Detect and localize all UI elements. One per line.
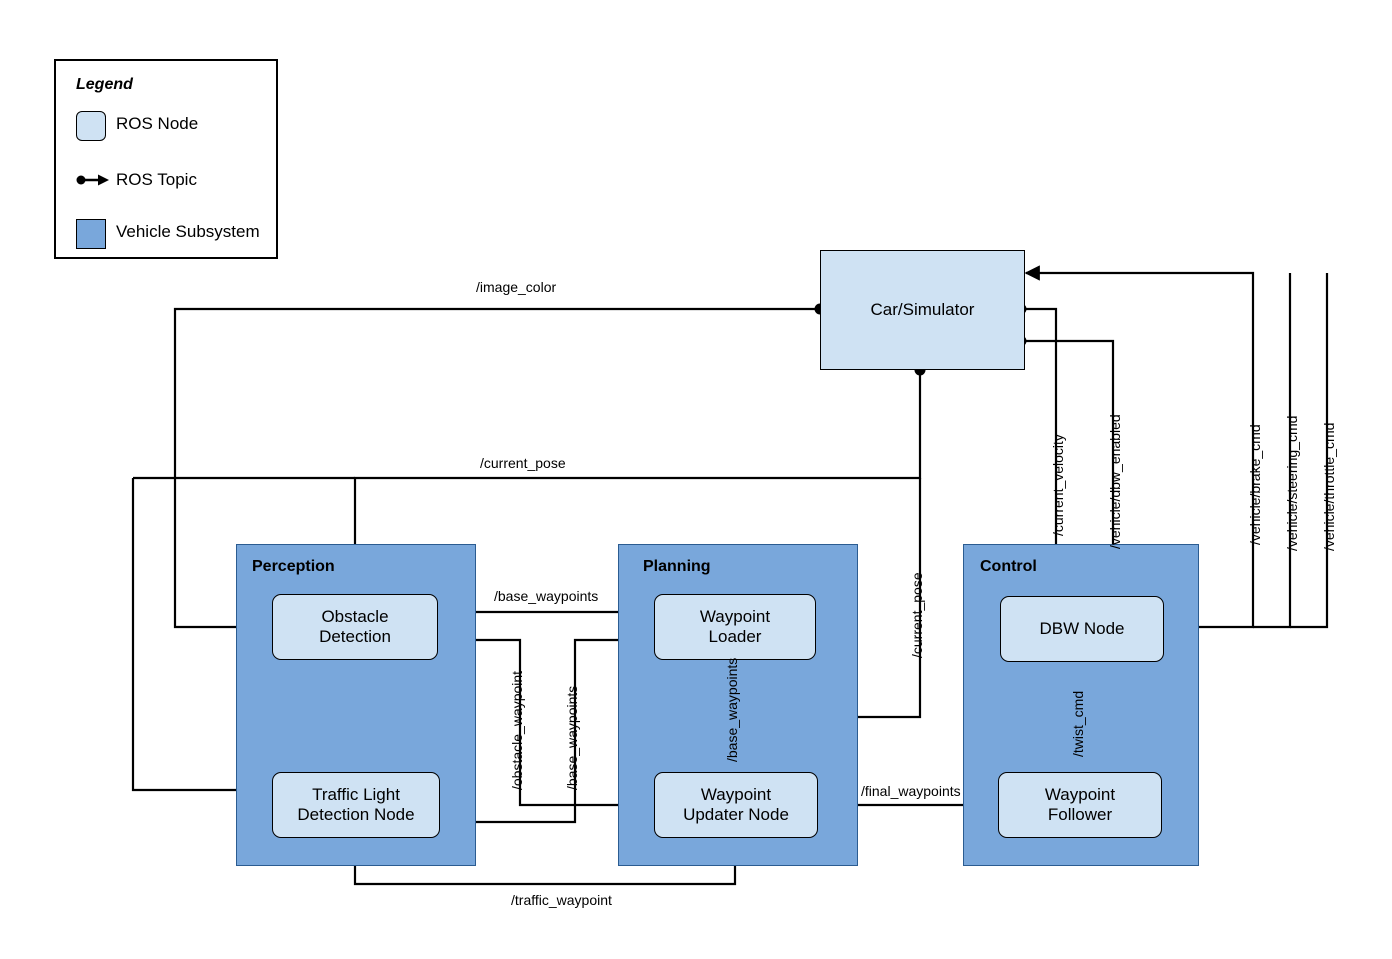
topic-label-traffic-waypoint: /traffic_waypoint <box>511 892 612 908</box>
topic-label-image-color: /image_color <box>476 279 557 295</box>
node-waypoint-loader-label-1: Waypoint <box>699 606 771 626</box>
node-traffic-light-detection-label-1: Traffic Light <box>312 784 400 804</box>
legend-ros-node-swatch <box>76 111 106 141</box>
node-car-simulator-label: Car/Simulator <box>870 299 975 319</box>
subsystem-perception-title: Perception <box>252 558 335 575</box>
node-car-simulator[interactable]: Car/Simulator <box>820 250 1025 370</box>
node-waypoint-updater[interactable]: Waypoint Updater Node <box>654 772 818 838</box>
wire-dbw-enabled <box>1021 339 1121 596</box>
wire-current-pose-obstacle <box>347 370 922 596</box>
node-obstacle-detection[interactable]: Obstacle Detection <box>272 594 438 660</box>
topic-label-base-waypoints-vertical-2: /base_waypoints <box>724 657 740 762</box>
legend-title: Legend <box>76 76 133 93</box>
legend-vehicle-subsystem-swatch <box>76 219 106 249</box>
node-waypoint-loader-label-2: Loader <box>708 627 762 646</box>
node-obstacle-detection-label-1: Obstacle <box>321 606 389 626</box>
topic-label-throttle-cmd: /vehicle/throttle_cmd <box>1321 422 1337 551</box>
legend-item-label-ros-topic: ROS Topic <box>116 170 197 189</box>
wire-brake-cmd <box>1024 265 1255 629</box>
legend-panel: Legend ROS Node ROS Topic Vehicle Subsys… <box>54 59 278 259</box>
node-dbw-node[interactable]: DBW Node <box>1000 596 1164 662</box>
topic-label-current-velocity: /current_velocity <box>1050 434 1066 536</box>
node-traffic-light-detection-label-2: Detection Node <box>297 805 415 824</box>
legend-item-label-ros-node: ROS Node <box>116 114 199 133</box>
topic-label-current-pose: /current_pose <box>480 455 566 471</box>
topic-label-steering-cmd: /vehicle/steering_cmd <box>1284 415 1300 551</box>
node-dbw-node-label: DBW Node <box>1039 618 1125 638</box>
topic-label-current-pose-vertical: /current_pose <box>909 572 925 658</box>
wire-current-pose-tl <box>131 478 274 798</box>
wire-image-color <box>173 307 820 635</box>
node-waypoint-follower-label-1: Waypoint <box>1044 784 1116 804</box>
ros-topic-icon <box>76 174 109 186</box>
topic-label-obstacle-waypoint: /obstacle_waypoint <box>509 670 525 790</box>
subsystem-control-title: Control <box>980 558 1037 575</box>
topic-label-base-waypoints-vertical-1: /base_waypoints <box>564 685 580 790</box>
node-waypoint-loader[interactable]: Waypoint Loader <box>654 594 816 660</box>
node-waypoint-updater-label-2: Updater Node <box>683 805 789 824</box>
wire-current-velocity <box>1021 307 1064 596</box>
topic-label-dbw-enabled: /vehicle/dbw_enabled <box>1107 414 1123 549</box>
node-waypoint-follower[interactable]: Waypoint Follower <box>998 772 1162 838</box>
node-obstacle-detection-label-2: Detection <box>319 627 391 646</box>
node-waypoint-updater-label-1: Waypoint <box>700 784 772 804</box>
topic-label-base-waypoints: /base_waypoints <box>494 588 599 604</box>
wire-base-waypoints-tl <box>438 638 654 830</box>
node-traffic-light-detection[interactable]: Traffic Light Detection Node <box>272 772 440 838</box>
node-waypoint-follower-label-2: Follower <box>1047 805 1113 824</box>
topic-label-final-waypoints: /final_waypoints <box>861 783 961 799</box>
topic-label-twist-cmd: /twist_cmd <box>1070 690 1086 757</box>
legend-item-label-vehicle-subsystem: Vehicle Subsystem <box>116 222 260 241</box>
wire-obstacle-waypoint <box>438 638 656 813</box>
topic-label-brake-cmd: /vehicle/brake_cmd <box>1247 424 1263 545</box>
subsystem-planning-title: Planning <box>643 558 711 575</box>
wire-throttle-cmd <box>1290 273 1329 629</box>
